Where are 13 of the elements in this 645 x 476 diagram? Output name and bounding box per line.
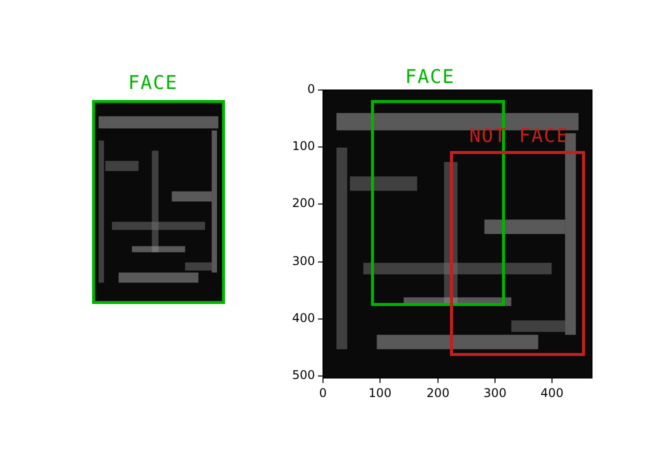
box-label: FACE bbox=[405, 66, 455, 88]
tick-label: 0 bbox=[307, 82, 315, 96]
tick-label: 100 bbox=[368, 386, 392, 400]
tick-label: 0 bbox=[319, 386, 327, 400]
tick-label: 500 bbox=[292, 368, 315, 382]
tick-label: 400 bbox=[540, 386, 564, 400]
tick-label: 400 bbox=[292, 311, 315, 325]
tick-label: 200 bbox=[426, 386, 450, 400]
tick-label: 100 bbox=[292, 139, 315, 153]
tick-label: 200 bbox=[292, 196, 315, 210]
tick-label: 300 bbox=[292, 254, 315, 268]
tick-label: 300 bbox=[484, 386, 506, 400]
box-label: FACE bbox=[128, 72, 178, 94]
